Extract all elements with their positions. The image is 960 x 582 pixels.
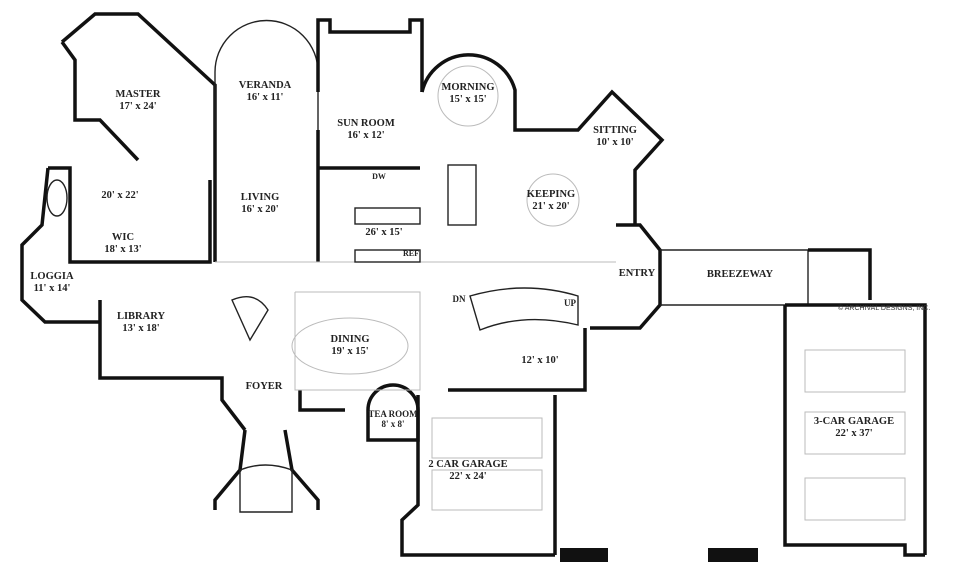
- kitchen-island: [447, 164, 477, 226]
- copyright-notice: © ARCHIVAL DESIGNS, INC.: [838, 305, 931, 312]
- foyer-staircase: [231, 296, 269, 342]
- room-size: 16' x 12': [347, 130, 385, 141]
- veranda-wall: [214, 19, 319, 130]
- foyer-wall-east: [283, 429, 320, 510]
- room-size: 15' x 15': [449, 94, 487, 105]
- garage3-west-wall: [783, 305, 925, 557]
- curved-staircase: [469, 287, 579, 331]
- car-space-4: [804, 411, 906, 455]
- room-name: SITTING: [593, 125, 637, 136]
- library-south-wall: [98, 300, 247, 432]
- dining-room-outline: [294, 291, 421, 391]
- sunroom-steps-wall: [316, 18, 424, 92]
- room-size: 13' x 18': [122, 323, 160, 334]
- room-label-utility: 12' x 10': [521, 355, 558, 367]
- morning-table: [437, 65, 499, 127]
- room-name: 3-CAR GARAGE: [813, 416, 895, 427]
- room-name: LIVING: [240, 192, 280, 203]
- room-name: SUN ROOM: [337, 118, 395, 129]
- ref-counter: [354, 249, 421, 263]
- room-size: 22' x 37': [835, 428, 873, 439]
- entry-wall: [590, 223, 662, 330]
- room-size: 8' x 8': [381, 419, 405, 429]
- dining-table-rug: [291, 317, 409, 375]
- room-size: 16' x 20': [241, 204, 279, 215]
- room-size: 20' x 22': [101, 190, 139, 201]
- front-steps: [239, 464, 293, 513]
- room-name: LIBRARY: [116, 311, 166, 322]
- room-label-master-bath: 20' x 22': [101, 190, 138, 202]
- utility-wall: [448, 328, 587, 392]
- room-name: ENTRY: [618, 268, 656, 279]
- kitchen-counter: [354, 207, 421, 225]
- room-name: MORNING: [441, 82, 495, 93]
- dining-south-wall: [298, 390, 345, 412]
- room-name: MASTER: [115, 89, 161, 100]
- room-name: DINING: [330, 334, 370, 345]
- car-space-2: [431, 469, 543, 511]
- garage3-east-wall: [785, 303, 927, 555]
- garage2-wall: [400, 395, 555, 557]
- room-name: BREEZEWAY: [706, 269, 774, 280]
- breezeway-wall: [660, 249, 809, 306]
- stair-up-label: UP: [564, 298, 576, 308]
- morning-sitting-wall: [420, 53, 665, 225]
- room-size: 11' x 14': [33, 283, 71, 294]
- room-label-breezeway: BREEZEWAY: [707, 269, 773, 281]
- refrigerator-label: REF: [403, 249, 419, 258]
- room-name: 2 CAR GARAGE: [428, 459, 508, 470]
- room-size: 18' x 13': [104, 244, 142, 255]
- room-size: 16' x 11': [246, 92, 284, 103]
- room-name: VERANDA: [238, 80, 292, 91]
- room-size: 17' x 24': [119, 101, 157, 112]
- room-size: 21' x 20': [532, 201, 570, 212]
- master-west-wall: [60, 40, 140, 162]
- car-space-3: [804, 349, 906, 393]
- room-size: 12' x 10': [521, 355, 559, 366]
- keeping-rug: [526, 173, 580, 227]
- loggia-wall: [20, 167, 100, 324]
- dishwasher-label: DW: [372, 172, 386, 181]
- car-space-1: [431, 417, 543, 459]
- room-label-entry: ENTRY: [619, 268, 655, 280]
- bathtub: [46, 179, 68, 217]
- room-label-kitchen: 26' x 15': [365, 227, 402, 239]
- room-name: TEA ROOM: [368, 409, 418, 419]
- stair-down-label: DN: [452, 294, 466, 304]
- room-name: KEEPING: [526, 189, 576, 200]
- room-name: LOGGIA: [30, 271, 74, 282]
- garage-pier-right: [708, 548, 758, 562]
- room-name: FOYER: [245, 381, 283, 392]
- tea-room-wall: [366, 383, 420, 442]
- room-label-foyer: FOYER: [246, 381, 283, 393]
- room-name: WIC: [111, 232, 135, 243]
- stair-wall: [808, 248, 872, 300]
- bath-wall: [48, 166, 212, 264]
- room-size: 26' x 15': [365, 227, 403, 238]
- room-size: 19' x 15': [331, 346, 369, 357]
- room-size: 22' x 24': [449, 471, 487, 482]
- garage-pier-left: [560, 548, 608, 562]
- car-space-5: [804, 477, 906, 521]
- foyer-wall-west: [213, 429, 247, 510]
- room-size: 10' x 10': [596, 137, 634, 148]
